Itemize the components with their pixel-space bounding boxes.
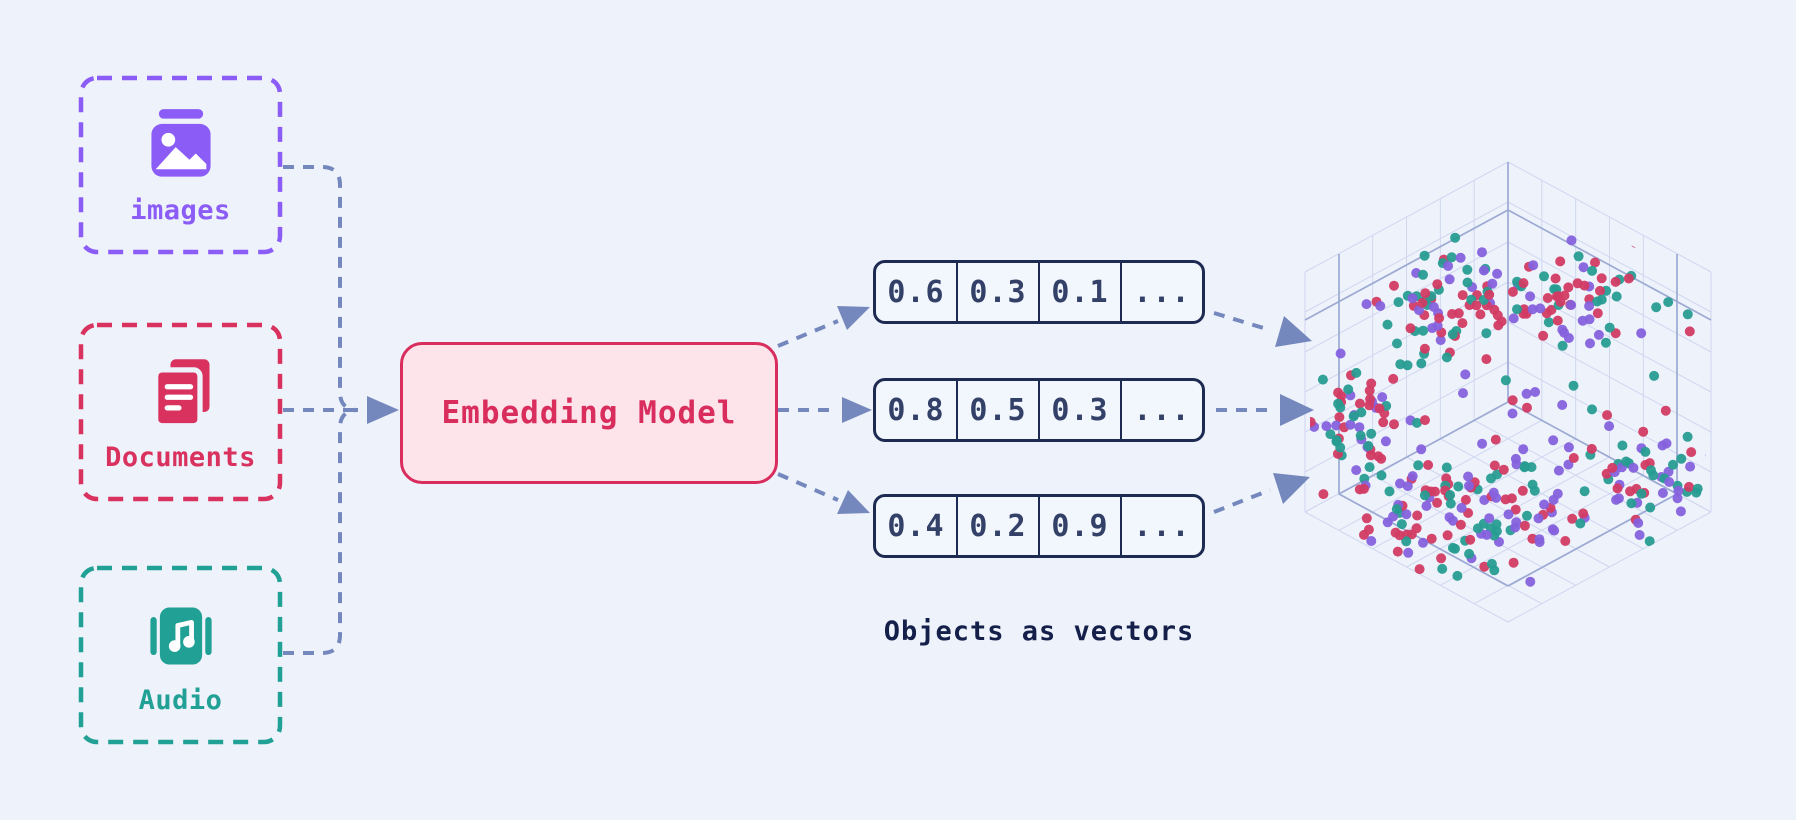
space-arrowhead3-icon <box>1273 473 1310 504</box>
vectors-to-space-connectors <box>1213 311 1314 514</box>
dashed-border <box>78 322 283 502</box>
vector-cell: 0.8 <box>887 392 945 428</box>
vector3-to-space-line <box>1213 488 1271 514</box>
vector-cell: ... <box>1120 497 1202 555</box>
source-box-audio: Audio <box>78 565 283 745</box>
source-label: Documents <box>105 441 256 473</box>
vector-cell: 0.9 <box>1038 497 1120 555</box>
dashed-border <box>78 565 283 745</box>
embedding-model-box: Embedding Model <box>400 342 778 484</box>
source-box-documents: Documents <box>78 322 283 502</box>
vector-cell: 0.3 <box>1038 381 1120 439</box>
image-icon <box>150 108 211 177</box>
dashed-border <box>78 75 283 255</box>
objects-as-vectors-caption: Objects as vectors <box>883 616 1195 647</box>
vector-cell: ... <box>1120 381 1202 439</box>
model-to-vectors-connectors <box>777 306 872 514</box>
vector1-arrowhead-icon <box>837 306 870 330</box>
documents-icon <box>152 358 209 428</box>
vector-cell: 0.1 <box>1038 263 1120 321</box>
vector-cell: 0.6 <box>887 274 945 310</box>
sources-to-model-connector <box>283 165 399 655</box>
vector-cell: 0.2 <box>956 497 1038 555</box>
space-arrowhead1-icon <box>1275 316 1312 347</box>
embedding-points-scatter <box>1310 232 1706 588</box>
vector3-arrowhead-icon <box>837 490 870 514</box>
vector-cell: 0.3 <box>956 263 1038 321</box>
vector-cell: ... <box>1120 263 1202 321</box>
source-box-images: images <box>78 75 283 255</box>
model-arrowhead-icon <box>367 396 399 424</box>
embedding-model-label: Embedding Model <box>441 395 737 431</box>
vector-row: 0.6 0.3 0.1 ... <box>873 260 1205 324</box>
vector2-arrowhead-icon <box>842 397 872 423</box>
vector-row: 0.8 0.5 0.3 ... <box>873 378 1205 442</box>
vector-cell: 0.5 <box>956 381 1038 439</box>
vector-row: 0.4 0.2 0.9 ... <box>873 494 1205 558</box>
space-arrowhead2-icon <box>1280 394 1314 426</box>
vector-cell: 0.4 <box>887 508 945 544</box>
images-connector-line <box>283 165 359 412</box>
model-to-vector1-line <box>777 319 839 348</box>
audio-connector-line <box>283 408 359 655</box>
vector1-to-space-line <box>1213 311 1271 332</box>
audio-icon <box>149 607 212 665</box>
source-label: Audio <box>138 684 223 716</box>
model-to-vector3-line <box>777 472 839 502</box>
source-label: images <box>130 194 231 226</box>
